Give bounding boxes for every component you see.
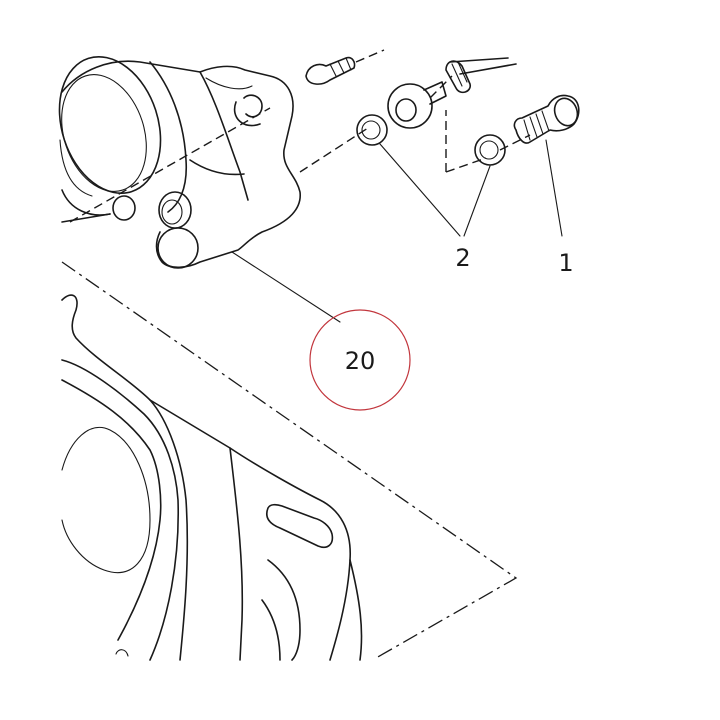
union-bolt [513,94,580,144]
leader-line-part-20 [231,251,341,323]
highlight-circle [309,309,411,411]
assembly-axis-upper [69,107,271,223]
brake-caliper [58,55,301,269]
callout-label-2: 2 [455,244,470,272]
leader-line-part-1 [545,139,563,237]
leader-line-part-2-right [463,165,491,237]
sealing-washer-right [474,134,506,166]
callout-label-1: 1 [558,249,573,277]
bleed-nipple [305,49,385,85]
brake-hose [429,57,517,99]
mounting-bracket [61,294,363,661]
banjo-fitting [387,81,447,129]
leader-line-part-2-left [379,143,461,237]
assembly-boundary-line [61,261,518,659]
callout-label-20: 20 [345,347,376,375]
sealing-washer-left [356,114,388,146]
